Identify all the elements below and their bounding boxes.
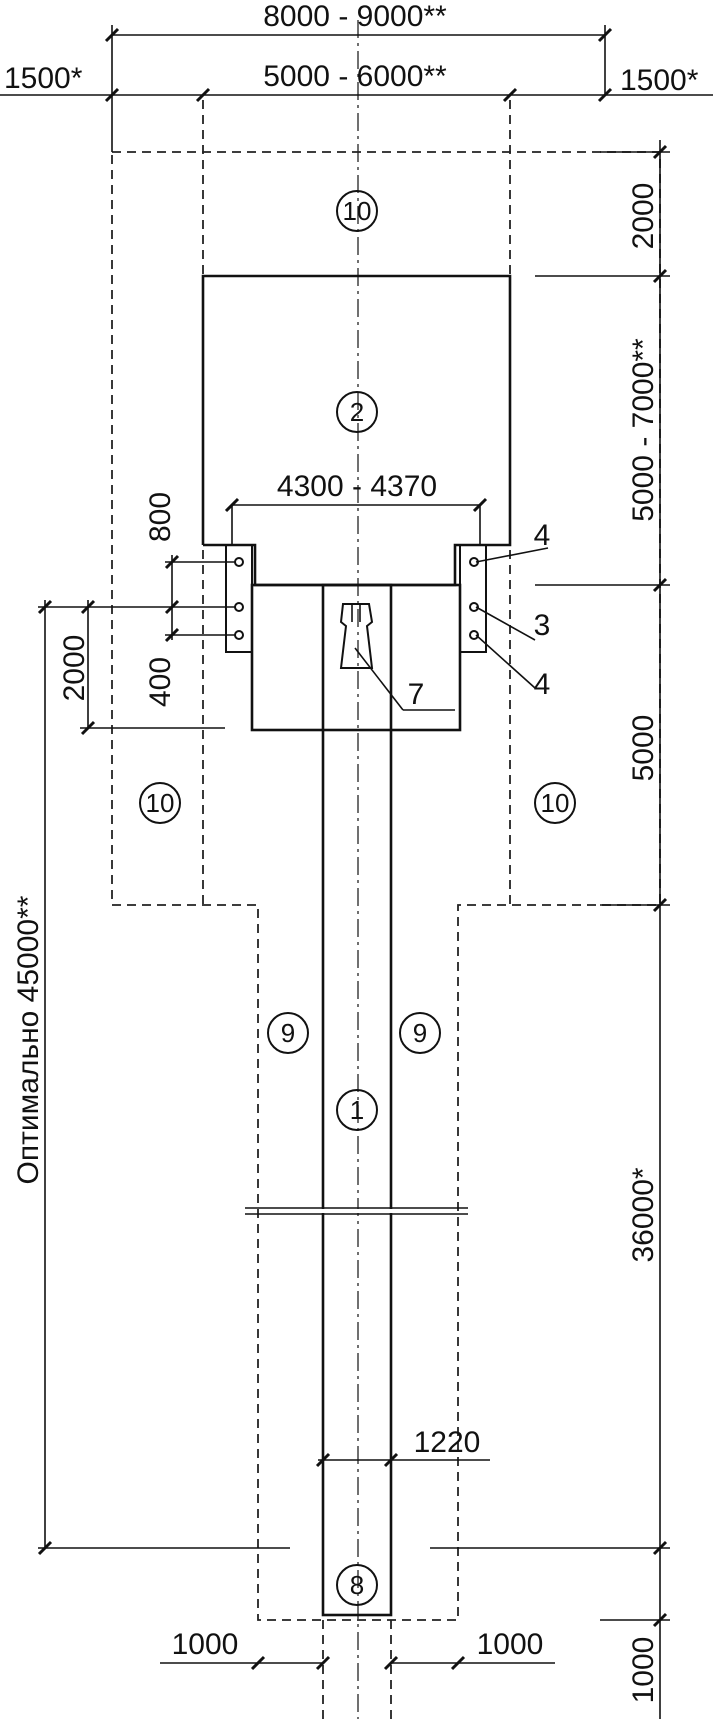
dim-inner-width-label: 5000 - 6000** <box>263 60 447 93</box>
dim-bottom-right-label: 1000 <box>477 1628 544 1661</box>
safety-zone-outline <box>111 151 661 1621</box>
dim-runway-width <box>315 1452 490 1468</box>
label-pit: 2 <box>336 391 378 433</box>
dim-bottom-end-label: 1000 <box>627 1637 660 1704</box>
runway-strip <box>321 583 393 1617</box>
label-lane-right: 9 <box>399 1012 441 1054</box>
svg-text:10: 10 <box>343 196 372 226</box>
dim-optimal-length-label: Оптимально 45000** <box>12 895 45 1184</box>
svg-text:10: 10 <box>146 788 175 818</box>
svg-text:2: 2 <box>350 397 364 427</box>
landing-pit-outline <box>201 274 512 587</box>
callout-3: 3 <box>534 609 551 642</box>
dim-bottom <box>160 1655 555 1671</box>
dim-right-chain <box>430 140 670 1719</box>
label-zone-left: 10 <box>139 782 181 824</box>
callout-7: 7 <box>408 678 425 711</box>
dim-pit-length-label: 5000 - 7000** <box>627 338 660 522</box>
dim-side-right-label: 1500* <box>620 64 699 97</box>
svg-text:8: 8 <box>350 1570 364 1600</box>
dim-runway-length-label: 36000* <box>627 1167 660 1262</box>
dim-pit-width <box>224 497 488 545</box>
svg-text:9: 9 <box>413 1018 427 1048</box>
dim-800-label: 800 <box>144 492 177 542</box>
left-markers <box>225 544 253 653</box>
dim-runway-width-label: 1220 <box>414 1426 481 1459</box>
callout-lines <box>354 547 549 711</box>
label-lane-left: 9 <box>267 1012 309 1054</box>
dim-400-label: 400 <box>144 657 177 707</box>
svg-text:10: 10 <box>541 788 570 818</box>
take-off-board-icon <box>339 603 374 669</box>
label-zone-top: 10 <box>336 190 378 232</box>
dim-top-zone-label: 2000 <box>627 183 660 250</box>
svg-text:1: 1 <box>350 1095 364 1125</box>
label-runway: 1 <box>336 1089 378 1131</box>
callout-4-top: 4 <box>534 519 551 552</box>
label-runway-end: 8 <box>336 1564 378 1606</box>
dim-platform-length-label: 5000 <box>627 715 660 782</box>
dim-side-left-label: 1500* <box>4 62 83 95</box>
dim-overall-width <box>104 25 613 152</box>
dim-pit-width-label: 4300 - 4370 <box>277 470 437 503</box>
dim-bottom-left-label: 1000 <box>172 1628 239 1661</box>
take-off-platform <box>250 583 462 732</box>
dim-overall-width-label: 8000 - 9000** <box>263 0 447 33</box>
svg-text:9: 9 <box>281 1018 295 1048</box>
label-zone-right: 10 <box>534 782 576 824</box>
runway-break-gap <box>300 1209 405 1213</box>
dim-inner-width <box>0 87 713 103</box>
callout-4-bottom: 4 <box>534 668 551 701</box>
right-markers <box>459 544 487 653</box>
dim-2000-left-label: 2000 <box>58 635 91 702</box>
dim-left-chain <box>37 554 290 1556</box>
